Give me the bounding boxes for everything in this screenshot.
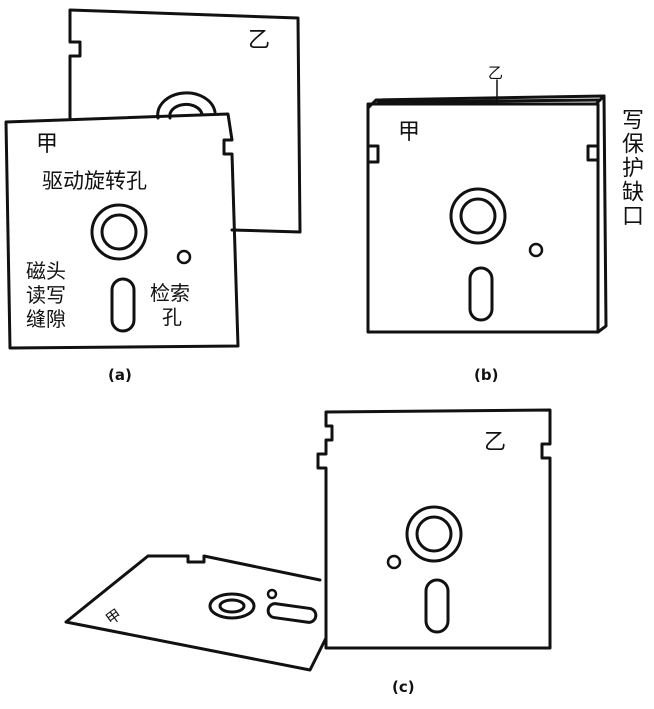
index-hole-b — [528, 242, 544, 258]
disk-upright-outline — [316, 408, 552, 650]
drive-hole-c — [405, 505, 463, 563]
disk-b-right-edge — [596, 94, 608, 334]
disk-back-outline — [68, 8, 302, 234]
index-hole — [176, 249, 192, 265]
disk-front-mark: 甲 — [36, 132, 59, 157]
head-slot-tilted — [266, 602, 318, 624]
write-protect-notch-left — [366, 144, 380, 164]
head-slot-b — [468, 266, 494, 322]
disk-b-front-mark: 甲 — [398, 120, 421, 145]
disk-tilted-outline — [64, 554, 328, 672]
figure-c-drawing — [64, 408, 552, 672]
index-hole-label-line1: 检索 — [150, 281, 190, 305]
caption-b: (b) — [474, 366, 499, 384]
drive-hole-tilted — [208, 592, 256, 620]
caption-c: (c) — [392, 678, 415, 696]
write-protect-notch-right — [586, 144, 600, 162]
disk-front-outline — [4, 112, 240, 350]
head-slot-label-line1: 磁头 — [26, 259, 66, 283]
index-hole-tilted — [266, 588, 278, 600]
drive-hole-label: 驱动旋转孔 — [42, 169, 147, 193]
disk-b-top-mark: 乙 — [488, 64, 504, 82]
disk-back-hub-partial — [156, 91, 217, 120]
disk-b-face — [366, 102, 600, 334]
disk-back-mark: 乙 — [248, 28, 271, 53]
caption-a: (a) — [108, 366, 132, 384]
head-slot — [110, 277, 136, 333]
index-hole-c — [386, 554, 402, 570]
drive-hole-b — [449, 187, 507, 245]
figure-a-drawing — [4, 8, 302, 350]
drive-hole — [90, 203, 148, 261]
write-protect-label: 写保护缺口 — [618, 108, 643, 228]
head-slot-label-line2: 读写 — [26, 283, 66, 307]
index-hole-label-line2: 孔 — [162, 305, 182, 329]
disk-upright-mark: 乙 — [484, 430, 507, 455]
figure-b-drawing — [366, 79, 608, 334]
head-slot-label-line3: 缝隙 — [26, 307, 66, 331]
head-slot-c — [424, 578, 450, 634]
